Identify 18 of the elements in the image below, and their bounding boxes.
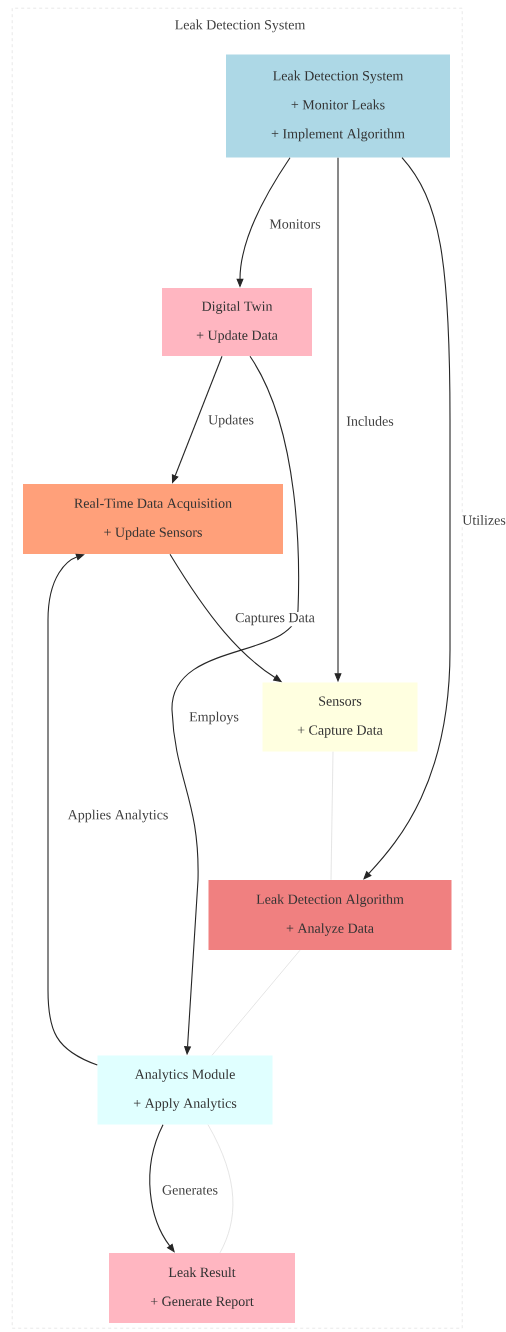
class-box: Real-Time Data Acquisition + Update Sensors [23,484,283,554]
class-box: Leak Detection System + Monitor Leaks + Implement Algorithm [226,54,450,158]
edge-label: Employs [188,710,240,726]
arrow [47,553,98,1066]
class-box: Sensors + Capture Data [262,682,418,752]
edge-label: Utilizes [461,514,506,526]
class-box: Analytics Module + Apply Analytics [97,1055,273,1125]
edge-label: Updates [207,413,255,429]
edge-label: Captures Data [234,611,316,627]
edge-label: Generates [161,1184,219,1196]
class-box: Leak Detection Algorithm + Analyze Data [208,880,452,950]
edge-label: Includes [345,415,395,427]
edge-label: Monitors [268,218,322,230]
arrow [363,157,451,880]
arrow [149,1124,175,1253]
edge-label: Applies Analytics [66,808,170,824]
class-box: Leak Result + Generate Report [109,1253,295,1323]
class-box: Digital Twin + Update Data [162,288,312,356]
